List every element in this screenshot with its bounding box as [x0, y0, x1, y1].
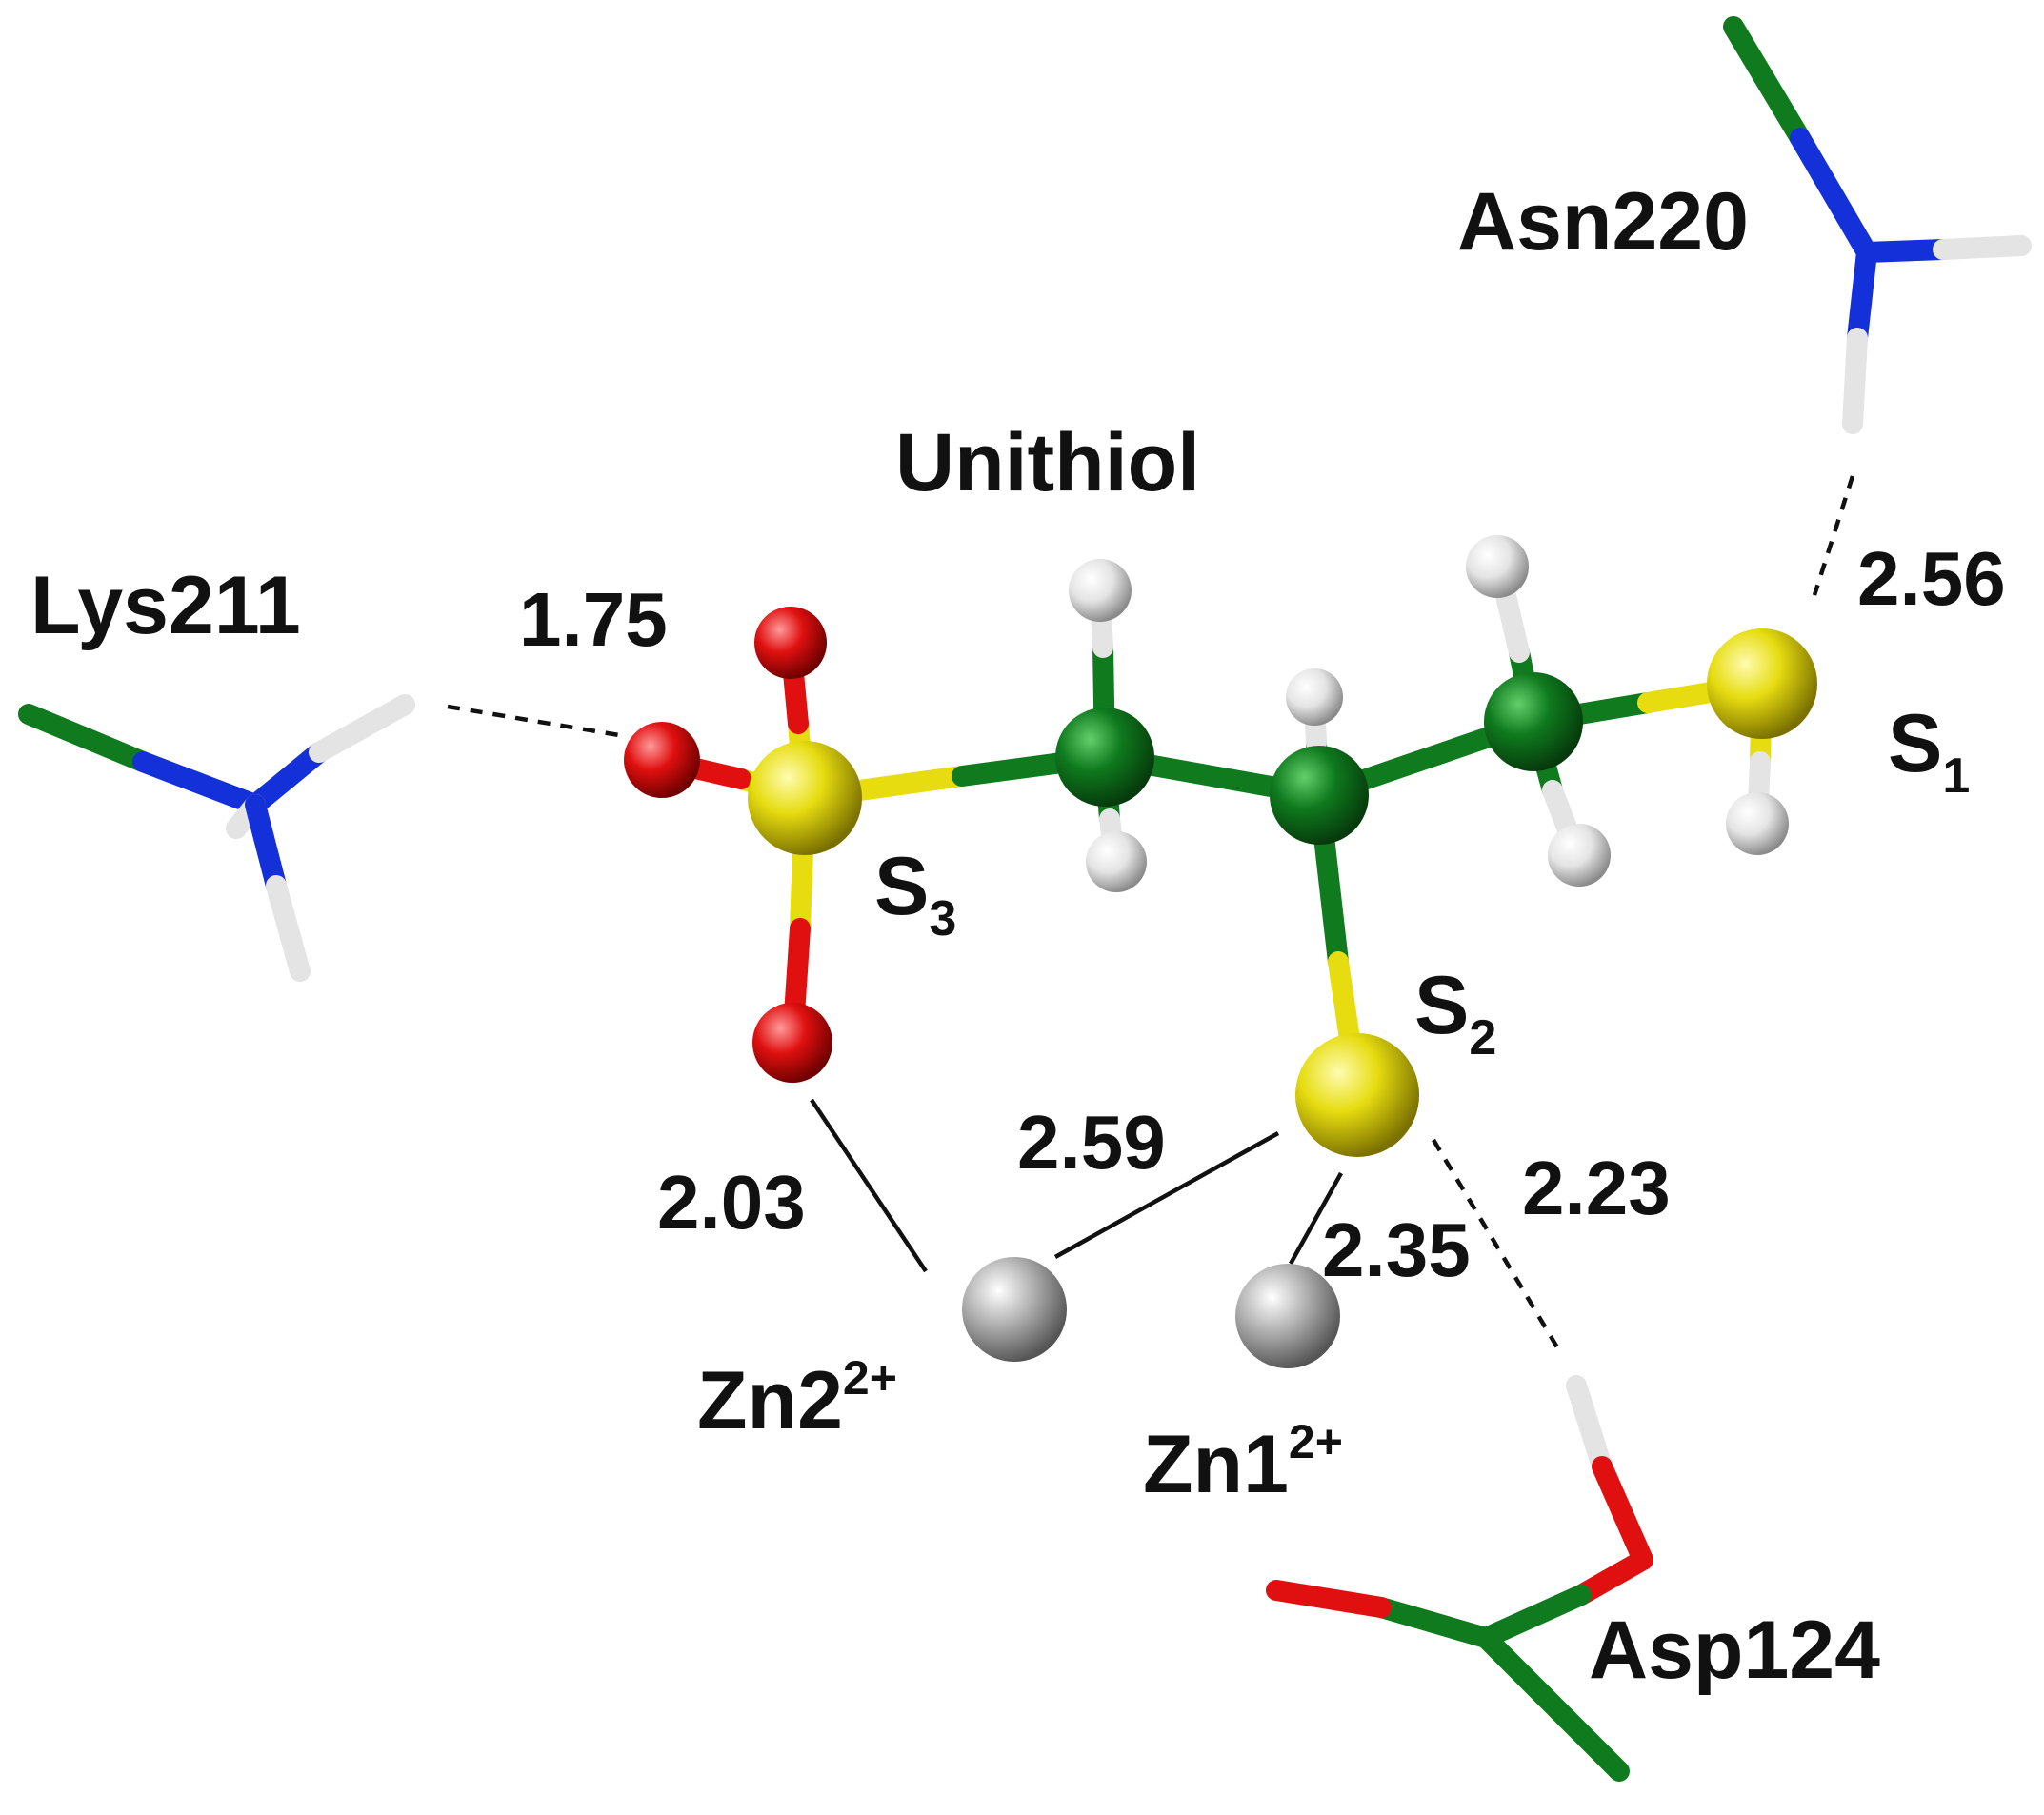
distance-o-zn2: 2.03: [657, 1160, 806, 1245]
distance-s2-zn1: 2.35: [1322, 1207, 1471, 1292]
label-asn220: Asn220: [1457, 176, 1749, 268]
unithiol-atoms: [624, 535, 1817, 1157]
atom-s2: [1295, 1033, 1419, 1157]
label-s2: S2: [1414, 960, 1496, 1066]
atom-h-s1: [1726, 792, 1789, 855]
label-zn2: Zn22+: [697, 1351, 897, 1446]
label-lys211: Lys211: [30, 560, 301, 651]
atom-h-c1-top: [1069, 559, 1132, 622]
coord-s2-zn1: [1289, 1171, 1343, 1266]
atom-c3: [1484, 672, 1583, 771]
hbond-asn-s1: [1812, 475, 1855, 596]
label-zn1: Zn12+: [1143, 1415, 1343, 1510]
atom-o-left: [624, 722, 700, 798]
atom-h-c1-bottom: [1086, 831, 1147, 892]
label-s1: S1: [1888, 698, 1970, 804]
atom-s1: [1707, 628, 1817, 739]
distance-asn-s1: 2.56: [1857, 536, 2006, 621]
atom-h-c2: [1286, 668, 1343, 726]
atom-o-top: [754, 607, 827, 679]
atom-o-bottom: [752, 1003, 832, 1083]
hbond-s2-asp: [1432, 1138, 1559, 1349]
atom-zn1: [1235, 1264, 1340, 1368]
distance-s2-asp: 2.23: [1522, 1146, 1671, 1230]
asp124-residue: [1266, 1375, 1653, 1782]
distance-lys-o: 1.75: [519, 577, 668, 662]
atom-zn2: [962, 1257, 1067, 1362]
atom-s3: [748, 741, 862, 855]
atom-c2: [1270, 746, 1369, 845]
asn220-residue: [1723, 16, 2032, 434]
label-s3: S3: [874, 841, 956, 947]
zinc-ions: [962, 1257, 1340, 1368]
atom-c1: [1055, 708, 1154, 807]
label-unithiol: Unithiol: [895, 417, 1200, 509]
distance-s2-zn2: 2.59: [1017, 1100, 1166, 1185]
coord-s2-zn2: [1053, 1131, 1280, 1259]
atom-h-c3-bottom: [1548, 824, 1611, 887]
coord-o-zn2: [810, 1098, 928, 1273]
interaction-lines: [447, 475, 1855, 1349]
atom-h-c3-top: [1466, 535, 1529, 598]
label-asp124: Asp124: [1589, 1605, 1880, 1696]
hbond-lys-o: [447, 704, 620, 738]
lys211-residue: [18, 694, 415, 982]
